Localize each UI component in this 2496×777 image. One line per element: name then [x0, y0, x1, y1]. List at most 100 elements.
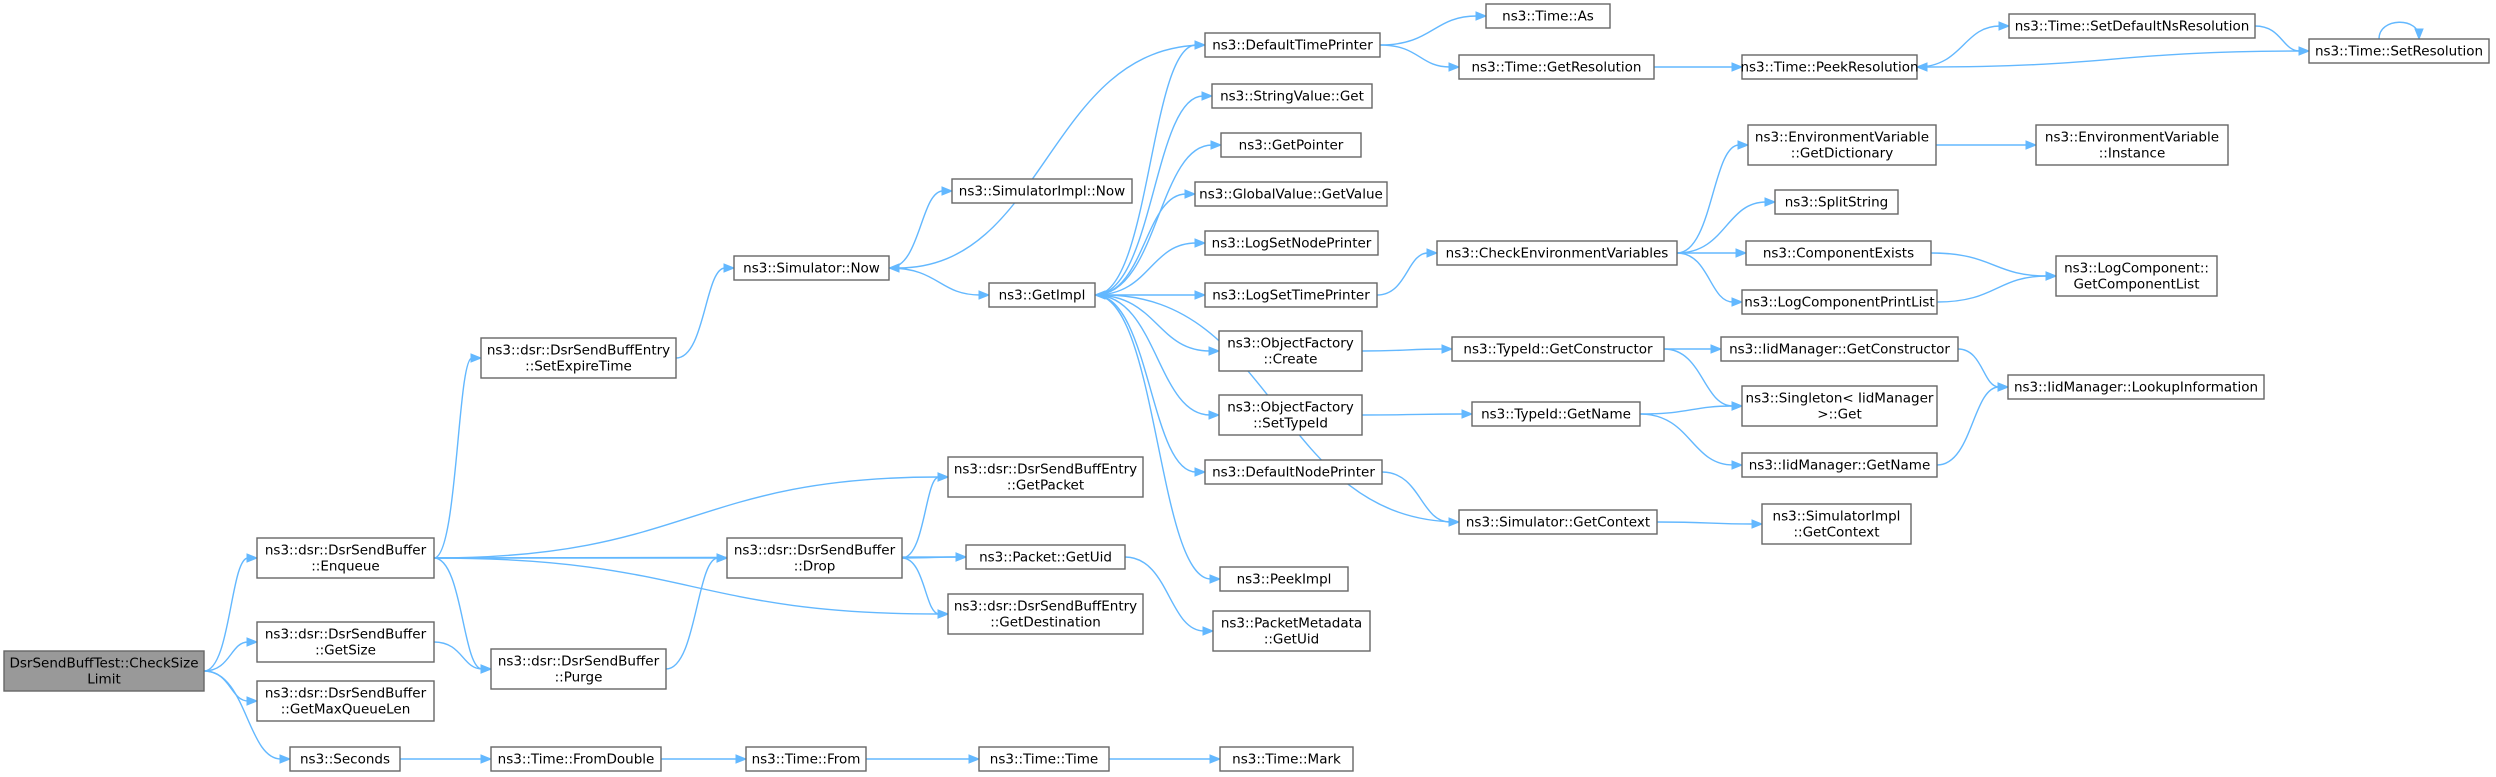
edge-getimpl-to-globalvalueget-arrowhead — [1184, 189, 1197, 199]
edge-root-to-getmaxqueuelen-arrowhead — [246, 696, 259, 706]
node-box — [1212, 610, 1371, 652]
node-label: ns3::DefaultNodePrinter — [1212, 465, 1375, 481]
node-logcompgetlist[interactable]: ns3::LogComponent::GetComponentList — [2055, 255, 2218, 297]
edge-getimpl-to-stringvalueget — [1094, 95, 1204, 296]
node-simimplgetcontext[interactable]: ns3::SimulatorImpl::GetContext — [1761, 503, 1912, 545]
edge-purge-to-drop — [665, 557, 719, 670]
node-iidgetctor[interactable]: ns3::IidManager::GetConstructor — [1720, 336, 1959, 362]
node-typeidgetname[interactable]: ns3::TypeId::GetName — [1471, 401, 1641, 427]
node-label: ns3::dsr::DsrSendBuffer — [498, 654, 660, 670]
node-simgetcontext[interactable]: ns3::Simulator::GetContext — [1458, 509, 1658, 535]
node-logcompprintlist[interactable]: ns3::LogComponentPrintList — [1741, 289, 1938, 315]
node-setexpiretime[interactable]: ns3::dsr::DsrSendBuffEntry::SetExpireTim… — [480, 337, 677, 379]
edge-purge-to-drop-arrowhead — [716, 553, 729, 563]
node-label: ns3::Packet::GetUid — [979, 550, 1112, 566]
node-box — [1741, 289, 1938, 315]
node-label: ns3::dsr::DsrSendBuffEntry — [954, 599, 1137, 615]
node-getmaxqueuelen[interactable]: ns3::dsr::DsrSendBuffer::GetMaxQueueLen — [256, 680, 435, 722]
node-peekimpl[interactable]: ns3::PeekImpl — [1219, 566, 1349, 592]
edge-defaulttimeprinter-to-timeas-arrowhead — [1475, 11, 1488, 21]
edge-checkenv-to-envgetdict — [1676, 144, 1740, 254]
node-getpointer[interactable]: ns3::GetPointer — [1220, 132, 1362, 158]
edge-defaulttimeprinter-to-timegetres-arrowhead — [1448, 62, 1461, 72]
node-logsetnodeprinter[interactable]: ns3::LogSetNodePrinter — [1204, 230, 1379, 256]
edge-typeidgetctor-to-singletonget — [1663, 348, 1734, 407]
node-box — [1436, 240, 1678, 266]
node-pmgetuid[interactable]: ns3::PacketMetadata::GetUid — [1212, 610, 1371, 652]
edge-getimpl-to-getpointer — [1094, 144, 1213, 296]
node-box — [1720, 336, 1959, 362]
node-defaultnodeprinter[interactable]: ns3::DefaultNodePrinter — [1204, 459, 1383, 485]
node-stringvalueget[interactable]: ns3::StringValue::Get — [1211, 83, 1373, 109]
node-globalvalueget[interactable]: ns3::GlobalValue::GetValue — [1194, 181, 1388, 207]
edge-logsettimeprinter-to-checkenv — [1376, 252, 1429, 296]
edge-root-to-getsize — [203, 641, 249, 672]
node-simnow[interactable]: ns3::Simulator::Now — [733, 255, 890, 281]
node-label: ns3::TypeId::GetConstructor — [1463, 342, 1653, 358]
edge-drop-to-packetgetuid — [901, 556, 958, 559]
node-splitstring[interactable]: ns3::SplitString — [1774, 189, 1899, 215]
node-box — [256, 680, 435, 722]
node-packetgetuid[interactable]: ns3::Packet::GetUid — [965, 544, 1126, 570]
node-from[interactable]: ns3::Time::From — [745, 746, 867, 772]
node-box — [1204, 32, 1381, 58]
node-time[interactable]: ns3::Time::Time — [978, 746, 1110, 772]
edge-defaulttimeprinter-to-timegetres — [1379, 44, 1451, 68]
node-enqueue[interactable]: ns3::dsr::DsrSendBuffer::Enqueue — [256, 537, 435, 579]
node-box — [3, 650, 205, 692]
node-box — [256, 621, 435, 663]
node-label: ns3::EnvironmentVariable — [2045, 130, 2219, 146]
node-timesetdefaultres[interactable]: ns3::Time::SetDefaultNsResolution — [2008, 13, 2256, 39]
node-box — [1211, 83, 1373, 109]
node-iidgetname[interactable]: ns3::IidManager::GetName — [1741, 452, 1938, 478]
edge-timesetres-to-timepeekres — [1925, 50, 2310, 68]
edge-simgetcontext-to-simimplgetcontext — [1656, 521, 1754, 525]
node-timepeekres[interactable]: ns3::Time::PeekResolution — [1740, 54, 1919, 80]
edge-root-to-enqueue — [203, 557, 249, 672]
node-label: ns3::CheckEnvironmentVariables — [1446, 246, 1669, 262]
edge-getsize-to-purge-arrowhead — [480, 664, 493, 674]
node-purge[interactable]: ns3::dsr::DsrSendBuffer::Purge — [490, 648, 667, 690]
edge-getimpl-to-defaulttimeprinter — [1094, 44, 1197, 296]
node-iidlookup[interactable]: ns3::IidManager::LookupInformation — [2007, 374, 2265, 400]
node-label: >::Get — [1817, 407, 1861, 423]
node-defaulttimeprinter[interactable]: ns3::DefaultTimePrinter — [1204, 32, 1381, 58]
edge-getimpl-to-logsetnodeprinter-arrowhead — [1194, 238, 1207, 248]
node-typeidgetctor[interactable]: ns3::TypeId::GetConstructor — [1451, 336, 1665, 362]
node-envgetdict[interactable]: ns3::EnvironmentVariable::GetDictionary — [1747, 124, 1937, 166]
node-componentexists[interactable]: ns3::ComponentExists — [1745, 240, 1932, 266]
node-seconds[interactable]: ns3::Seconds — [289, 746, 401, 772]
node-label: ns3::Time::As — [1502, 9, 1594, 25]
node-getsize[interactable]: ns3::dsr::DsrSendBuffer::GetSize — [256, 621, 435, 663]
edge-enqueue-to-getdestination — [433, 557, 940, 615]
node-box — [1741, 385, 1938, 427]
node-checkenv[interactable]: ns3::CheckEnvironmentVariables — [1436, 240, 1678, 266]
node-box — [1220, 132, 1362, 158]
node-label: ns3::PacketMetadata — [1221, 616, 1362, 632]
node-label: ns3::dsr::DsrSendBuffer — [265, 543, 427, 559]
edge-defaulttimeprinter-to-simnow — [897, 44, 1206, 269]
node-ofsettypeid[interactable]: ns3::ObjectFactory::SetTypeId — [1218, 394, 1363, 436]
node-getdestination[interactable]: ns3::dsr::DsrSendBuffEntry::GetDestinati… — [947, 593, 1144, 635]
node-box — [988, 282, 1096, 308]
node-getimpl[interactable]: ns3::GetImpl — [988, 282, 1096, 308]
node-singletonget[interactable]: ns3::Singleton< IidManager >::Get — [1741, 385, 1938, 427]
edge-getimpl-to-logsetnodeprinter — [1094, 242, 1197, 296]
node-logsettimeprinter[interactable]: ns3::LogSetTimePrinter — [1204, 282, 1378, 308]
node-timegetres[interactable]: ns3::Time::GetResolution — [1458, 54, 1655, 80]
node-label: GetComponentList — [2073, 277, 2199, 293]
node-box — [947, 456, 1144, 498]
node-ofcreate[interactable]: ns3::ObjectFactory::Create — [1218, 330, 1363, 372]
edge-time-to-mark-arrowhead — [1209, 754, 1222, 764]
edge-drop-to-getdestination-arrowhead — [937, 609, 950, 619]
node-box — [2308, 38, 2490, 64]
node-mark[interactable]: ns3::Time::Mark — [1219, 746, 1354, 772]
node-drop[interactable]: ns3::dsr::DsrSendBuffer::Drop — [726, 537, 903, 579]
node-envinstance[interactable]: ns3::EnvironmentVariable::Instance — [2035, 124, 2229, 166]
node-getpacket[interactable]: ns3::dsr::DsrSendBuffEntry::GetPacket — [947, 456, 1144, 498]
node-timesetres[interactable]: ns3::Time::SetResolution — [2308, 38, 2490, 64]
node-timeas[interactable]: ns3::Time::As — [1485, 3, 1611, 29]
node-fromdouble[interactable]: ns3::Time::FromDouble — [490, 746, 662, 772]
node-simimplnow[interactable]: ns3::SimulatorImpl::Now — [951, 178, 1133, 204]
